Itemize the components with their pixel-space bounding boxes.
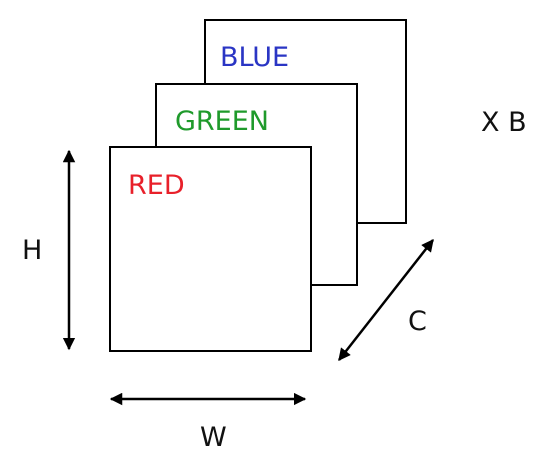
red-layer-label: RED xyxy=(128,170,185,201)
green-layer-label: GREEN xyxy=(175,106,269,137)
channels-arrow xyxy=(338,239,434,361)
height-label: H xyxy=(22,235,42,266)
blue-layer-label: BLUE xyxy=(220,42,289,73)
batch-label: X B xyxy=(481,107,527,138)
red-layer-box xyxy=(109,146,312,352)
channels-label: C xyxy=(408,306,427,337)
red-layer: RED xyxy=(109,146,312,352)
width-label: W xyxy=(200,422,227,453)
